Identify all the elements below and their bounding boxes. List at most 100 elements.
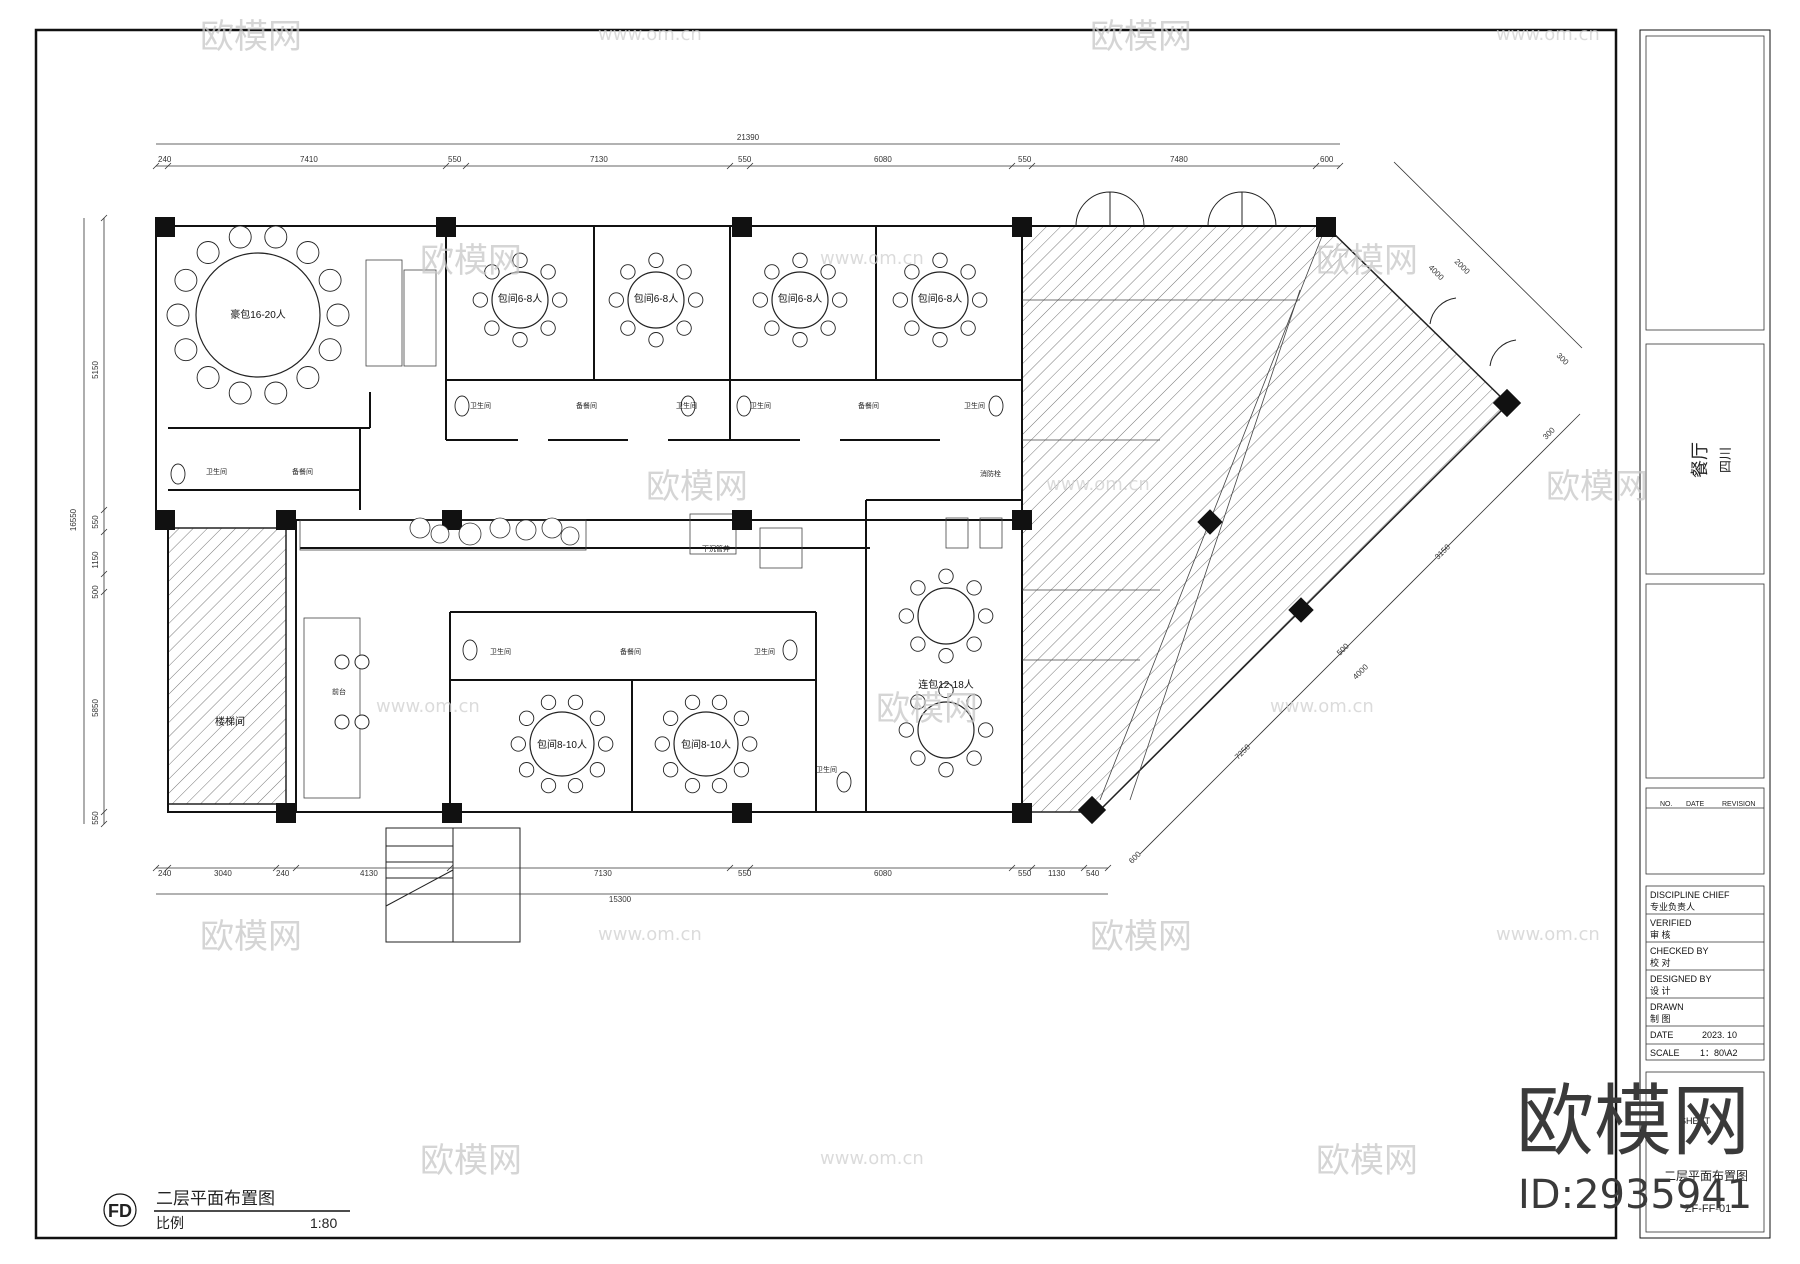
- chair: [174, 268, 198, 292]
- dim-diag: 4000: [1351, 662, 1370, 681]
- chair: [764, 320, 780, 336]
- dim-tick: [100, 588, 108, 596]
- dim-tick: [100, 808, 108, 816]
- chair: [904, 264, 920, 280]
- chair: [648, 332, 664, 348]
- chair: [228, 381, 252, 405]
- chair: [684, 777, 701, 794]
- dim-tick: [100, 214, 108, 222]
- title-block: [1645, 35, 1765, 1233]
- room-label-cashier: 前台: [332, 687, 346, 696]
- chair: [764, 264, 780, 280]
- title-block-text: 餐厅 四川 NO. DATE REVISION DISCIPLINE CHIEF…: [1650, 442, 1755, 1215]
- row-cn: 审 核: [1650, 929, 1671, 940]
- chair: [484, 264, 500, 280]
- chair: [552, 292, 568, 308]
- chair: [892, 292, 908, 308]
- dim-bottom: 1130: [1048, 869, 1066, 878]
- dim-top: 7480: [1170, 155, 1188, 164]
- dim-tick: [152, 162, 160, 170]
- dim-tick: [1028, 162, 1036, 170]
- sheet-label: SHEET: [1680, 1116, 1711, 1126]
- watermark-id: ID:2935941: [1518, 1172, 1752, 1218]
- dim-bottom: 7130: [594, 869, 612, 878]
- chair: [938, 682, 954, 698]
- chair: [733, 762, 750, 778]
- watermark-url: www.om.cn: [1046, 474, 1150, 495]
- room-label-bath: 卫生间: [750, 401, 771, 410]
- dim-left: 500: [91, 585, 100, 599]
- chair: [910, 636, 926, 652]
- bottom-dimension-labels: 240 3040 240 4130 7130 550 6080 550 1130…: [158, 869, 1100, 904]
- chair: [792, 252, 808, 268]
- row-cn: 制 图: [1650, 1013, 1671, 1024]
- chair: [264, 381, 288, 405]
- room-label-bath: 卫生间: [490, 647, 511, 656]
- round-table: [771, 271, 829, 329]
- row-cn: 校 对: [1650, 957, 1671, 968]
- watermark-brand: 欧模网: [1316, 241, 1418, 281]
- row-en: CHECKED BY: [1650, 946, 1709, 956]
- dim-top: 240: [158, 155, 172, 164]
- chair: [960, 264, 976, 280]
- chair: [540, 777, 557, 794]
- dim-left: 550: [91, 811, 100, 825]
- chair: [228, 225, 252, 249]
- watermark-brand: 欧模网: [1090, 17, 1192, 57]
- chair: [620, 264, 636, 280]
- chair: [932, 252, 948, 268]
- project-location: 四川: [1718, 447, 1733, 473]
- dim-top: 550: [738, 155, 752, 164]
- dim-bottom: 550: [738, 869, 752, 878]
- room-label-stair: 楼梯间: [215, 715, 245, 728]
- room-label-storage: 备餐间: [858, 401, 879, 410]
- chair: [512, 332, 528, 348]
- chair: [512, 252, 528, 268]
- watermark-brand: 欧模网: [876, 689, 978, 729]
- dim-bottom: 240: [158, 869, 172, 878]
- sheet-title: 二层平面布置图: [1664, 1169, 1748, 1183]
- dim-diag: 500: [1335, 641, 1351, 657]
- chair: [733, 710, 750, 726]
- revision-header: REVISION: [1722, 801, 1755, 808]
- room-label: 包间6-8人: [498, 292, 542, 305]
- watermark-brand: 欧模网: [1546, 467, 1648, 507]
- chair: [938, 762, 954, 778]
- room-label-bath: 卫生间: [206, 467, 227, 476]
- round-table: [195, 252, 321, 378]
- dim-bottom: 240: [276, 869, 290, 878]
- plan-title: FD 二层平面布置图 比例 1:80: [103, 1189, 350, 1231]
- chair: [938, 568, 954, 584]
- row-cn: 专业负责人: [1650, 901, 1695, 912]
- chair: [932, 332, 948, 348]
- dim-diag: 2000: [1453, 257, 1472, 276]
- dimension-lines: [83, 143, 1583, 895]
- watermark-url: www.om.cn: [598, 24, 702, 45]
- dim-top: 550: [448, 155, 462, 164]
- chair: [820, 264, 836, 280]
- room-label-bath: 卫生间: [470, 401, 491, 410]
- dim-tick: [100, 506, 108, 514]
- chair: [684, 694, 701, 711]
- dim-tick: [442, 162, 450, 170]
- dim-diag: 4000: [1427, 263, 1446, 282]
- chair: [174, 338, 198, 362]
- room-label: 包间6-8人: [918, 292, 962, 305]
- room-labels: 豪包16-20人 包间6-8人 包间6-8人 包间6-8人 包间6-8人 包间8…: [206, 292, 1001, 774]
- room-label: 包间8-10人: [537, 738, 587, 751]
- chair: [978, 722, 994, 738]
- dim-tick: [272, 864, 280, 872]
- dining-tables: [166, 225, 994, 794]
- row-en: DRAWN: [1650, 1002, 1684, 1012]
- toilet-fixtures: [170, 395, 1004, 793]
- dim-tick: [726, 864, 734, 872]
- room-label-bath: 卫生间: [676, 401, 697, 410]
- chair: [654, 736, 670, 752]
- watermark-brand: 欧模网: [200, 917, 302, 957]
- dim-tick: [1080, 864, 1088, 872]
- round-table: [911, 271, 969, 329]
- chair: [540, 320, 556, 336]
- dim-left: 550: [91, 515, 100, 529]
- chair: [264, 225, 288, 249]
